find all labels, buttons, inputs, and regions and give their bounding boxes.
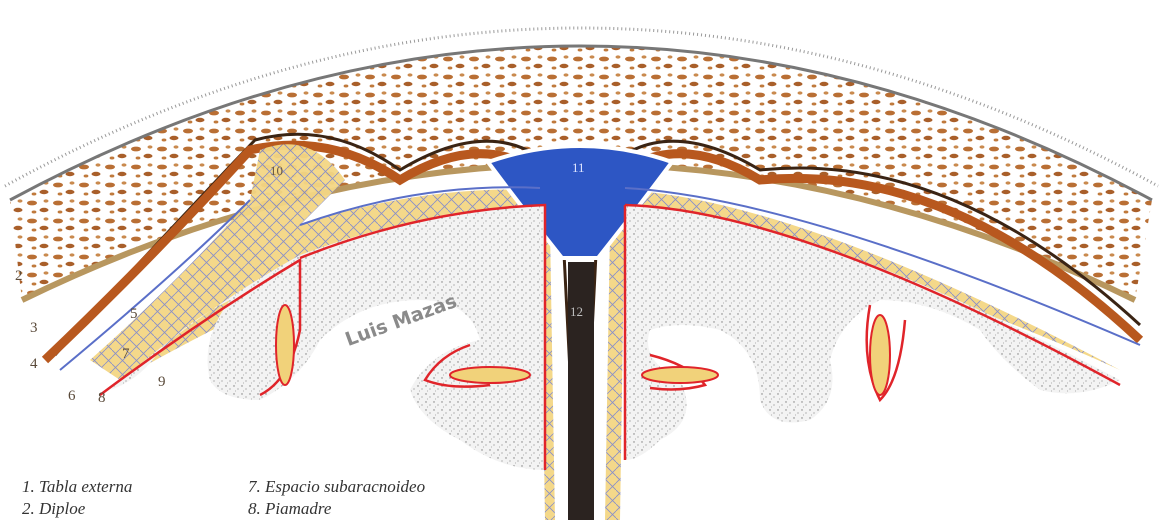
- label-9: 9: [158, 374, 166, 390]
- label-7: 7: [122, 346, 130, 362]
- sulcus-csf-center-right: [642, 367, 718, 383]
- label-12: 12: [570, 304, 583, 319]
- legend-item-8: 8. Piamadre: [248, 498, 425, 520]
- falx-cerebri: [568, 262, 594, 520]
- label-6: 6: [68, 388, 76, 404]
- legend-col-1: 1. Tabla externa 2. Diploe: [22, 476, 132, 520]
- label-3: 3: [30, 320, 38, 336]
- label-11: 11: [572, 160, 585, 175]
- sulcus-csf-left: [276, 305, 294, 385]
- sulcus-csf-right: [870, 315, 890, 395]
- label-10: 10: [270, 163, 283, 178]
- label-5: 5: [130, 306, 138, 322]
- legend-col-2: 7. Espacio subaracnoideo 8. Piamadre: [248, 476, 425, 520]
- label-2: 2: [15, 268, 23, 284]
- legend-item-1: 1. Tabla externa: [22, 476, 132, 498]
- label-4: 4: [30, 356, 38, 372]
- sulcus-csf-center: [450, 367, 530, 383]
- legend-item-2: 2. Diploe: [22, 498, 132, 520]
- label-8: 8: [98, 390, 106, 406]
- legend-item-7: 7. Espacio subaracnoideo: [248, 476, 425, 498]
